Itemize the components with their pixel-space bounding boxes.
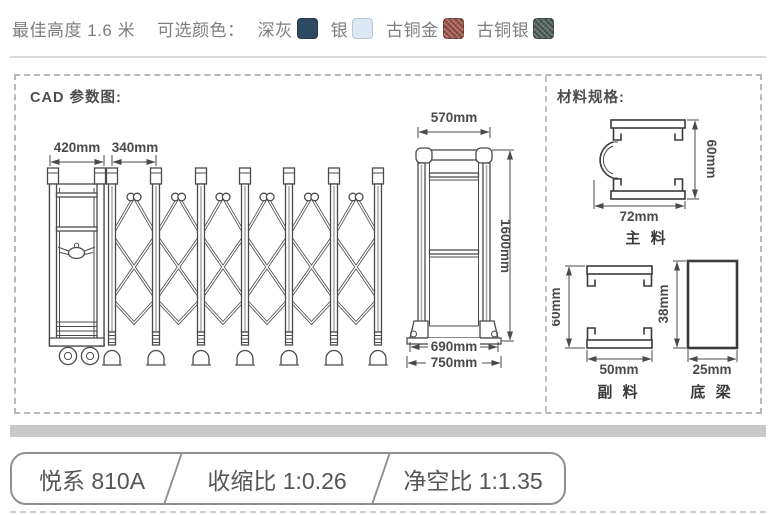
dim-main-height: 60mm — [704, 139, 719, 178]
color-name: 银 — [330, 21, 349, 40]
dim-beam-height: 38mm — [656, 284, 671, 323]
color-option-bronze-gold: 古铜金 — [386, 16, 464, 41]
bottom-beam-label: 底 梁 — [690, 383, 733, 401]
aux-profile-shape — [586, 265, 653, 349]
color-swatch-bronze-gold — [442, 18, 464, 39]
gate-posts — [101, 167, 389, 366]
separator-bar — [10, 425, 766, 437]
brand-badge — [57, 242, 96, 260]
aux-and-beam-drawing: 60mm 50mm 副 料 38mm 25mm 底 梁 — [552, 259, 739, 401]
gate-side-view-drawing: 570mm 1600mm 690mm 750mm — [406, 110, 514, 370]
header-divider — [10, 56, 766, 58]
cad-parameter-box — [14, 74, 762, 414]
bottom-beam-shape — [686, 259, 739, 350]
color-option-silver: 银 — [331, 16, 374, 41]
color-option-bronze-silver: 古铜银 — [477, 16, 555, 41]
materials-section-title: 材料规格: — [557, 90, 625, 106]
bottom-beam-dimensions: 38mm 25mm — [656, 260, 738, 377]
color-name: 深灰 — [257, 21, 293, 40]
lattice-hubs — [126, 192, 364, 202]
dim-base-outer: 750mm — [431, 355, 478, 370]
dim-head-width: 420mm — [54, 140, 101, 155]
cad-section-title: CAD 参数图: — [30, 90, 122, 106]
dim-main-width: 72mm — [619, 209, 658, 224]
footer-spec-bar: 悦系 810A 收缩比 1:0.26 净空比 1:1.35 — [10, 452, 566, 505]
clearance-ratio: 净空比 1:1.35 — [403, 467, 543, 494]
dim-aux-height: 60mm — [552, 287, 563, 326]
main-profile-drawing: 60mm 72mm 主 料 — [593, 119, 719, 247]
color-swatch-darkgray — [296, 18, 318, 39]
head-wheel — [80, 346, 100, 366]
gate-head-section — [46, 167, 107, 366]
best-height-text: 最佳高度 1.6 米 — [12, 21, 136, 40]
color-options-label: 可选颜色： — [157, 21, 245, 40]
head-wheel — [58, 346, 78, 366]
shrink-ratio: 收缩比 1:0.26 — [207, 467, 347, 494]
aux-profile-dimensions: 60mm 50mm — [552, 265, 653, 377]
color-name: 古铜金 — [386, 21, 439, 40]
main-profile-label: 主 料 — [625, 229, 668, 247]
gate-front-view-drawing: 420mm 340mm — [46, 140, 389, 366]
color-swatch-bronze-silver — [533, 18, 555, 39]
dim-beam-width: 25mm — [692, 362, 731, 377]
main-profile-shape — [599, 119, 686, 200]
bottom-dashed-edge — [10, 511, 766, 513]
color-option-darkgray: 深灰 — [258, 16, 318, 41]
color-name: 古铜银 — [476, 21, 530, 40]
dim-base-inner: 690mm — [431, 339, 478, 354]
dim-side-height: 1600mm — [498, 219, 513, 273]
model-name: 悦系 810A — [38, 467, 146, 494]
aux-profile-label: 副 料 — [597, 383, 640, 401]
section-divider — [545, 76, 547, 412]
dim-bay-width: 340mm — [112, 140, 159, 155]
dim-aux-width: 50mm — [599, 362, 638, 377]
front-dimensions: 420mm 340mm — [49, 140, 159, 166]
side-dimensions: 570mm 1600mm 690mm 750mm — [406, 110, 514, 370]
dim-side-top-width: 570mm — [431, 110, 478, 125]
color-swatch-silver — [352, 18, 374, 39]
main-profile-dimensions: 60mm 72mm — [593, 119, 719, 224]
header-line: 最佳高度 1.6 米 可选颜色： 深灰 银 古铜金 古铜银 — [12, 16, 555, 41]
side-frame — [406, 147, 502, 345]
